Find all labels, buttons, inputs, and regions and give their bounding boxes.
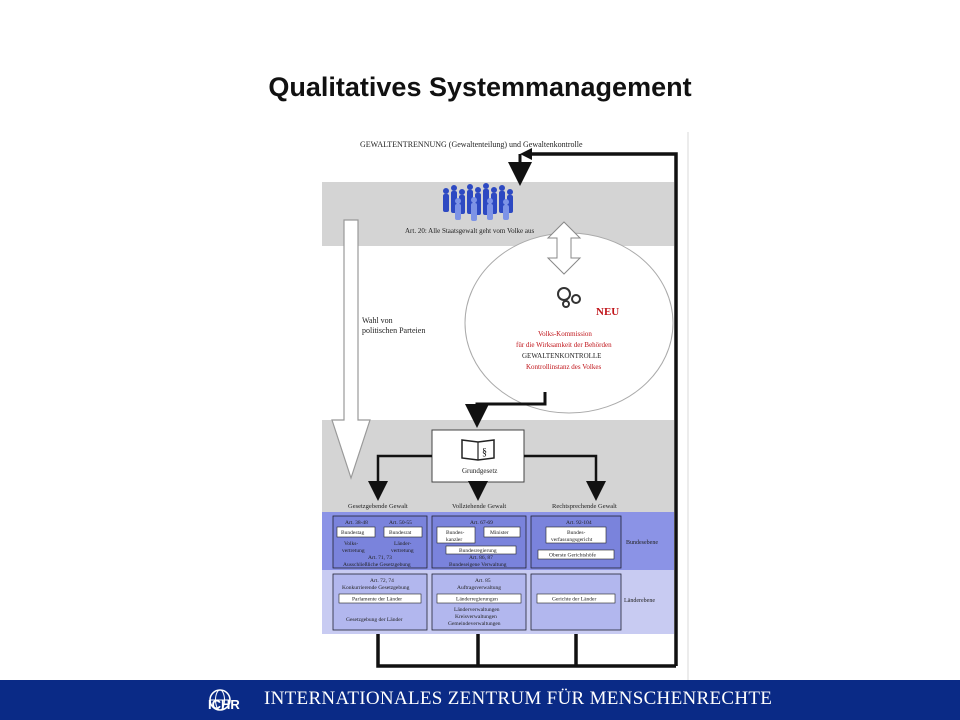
- svg-text:Art. 71, 73: Art. 71, 73: [368, 555, 392, 561]
- level-state-label: Länderebene: [624, 598, 655, 604]
- executive-state: Art. 85 Auftragsverwaltung Länderregieru…: [431, 573, 527, 631]
- svg-text:Art. 86, 87: Art. 86, 87: [469, 555, 493, 561]
- svg-text:Gerichte der Länder: Gerichte der Länder: [552, 597, 596, 603]
- svg-text:Art. 85: Art. 85: [475, 578, 491, 584]
- svg-text:Bundes-: Bundes-: [567, 530, 586, 536]
- executive-federal: Art. 67-69 Bundes- kanzler Minister Bund…: [431, 515, 527, 569]
- svg-text:verfassungsgericht: verfassungsgericht: [551, 536, 593, 543]
- circle-line2: für die Wirksamkeit der Behörden: [516, 341, 612, 349]
- svg-text:Gesetzgebung der Länder: Gesetzgebung der Länder: [346, 617, 403, 623]
- constitution-label: Grundgesetz: [462, 467, 497, 475]
- arrow-judicial: [524, 454, 606, 501]
- svg-text:kanzler: kanzler: [446, 537, 462, 543]
- svg-text:Volks-: Volks-: [344, 541, 358, 547]
- arrow-legislative: [368, 454, 432, 501]
- svg-text:Bundesregierung: Bundesregierung: [459, 548, 497, 554]
- circle-line1: Volks-Kommission: [538, 330, 592, 338]
- double-arrow: [546, 221, 582, 275]
- book-icon: §: [461, 439, 495, 461]
- svg-text:Kreisverwaltungen: Kreisverwaltungen: [455, 614, 497, 620]
- legislative-state: Art. 72, 74 Konkurrierende Gesetzgebung …: [332, 573, 428, 631]
- level-federal-label: Bundesebene: [626, 540, 658, 546]
- svg-text:Gemeindeverwaltungen: Gemeindeverwaltungen: [448, 621, 501, 627]
- logo-text: ICHR: [208, 697, 240, 712]
- svg-text:Länderregierungen: Länderregierungen: [456, 597, 498, 603]
- election-arrow: [331, 219, 371, 480]
- svg-text:vertretung: vertretung: [342, 548, 365, 554]
- people-icon: [443, 183, 513, 221]
- footer-org-name: INTERNATIONALES ZENTRUM FÜR MENSCHENRECH…: [264, 688, 773, 709]
- judicial-federal: Art. 92-104 Bundes- verfassungsgericht O…: [530, 515, 622, 569]
- svg-text:Bundesrat: Bundesrat: [389, 530, 412, 536]
- election-label-line1: Wahl von: [362, 316, 393, 325]
- footer-bar: [0, 680, 960, 720]
- svg-text:Art. 92-104: Art. 92-104: [566, 520, 592, 526]
- svg-text:Minister: Minister: [490, 530, 509, 536]
- svg-text:Ausschließliche Gesetzgebung: Ausschließliche Gesetzgebung: [343, 561, 411, 568]
- election-label-line2: politischen Parteien: [362, 326, 425, 335]
- svg-text:Art. 38-48: Art. 38-48: [345, 520, 368, 526]
- svg-text:Länderverwaltungen: Länderverwaltungen: [454, 607, 500, 613]
- circle-line4: Kontrollinstanz des Volkes: [526, 363, 601, 371]
- people-caption: Art. 20: Alle Staatsgewalt geht vom Volk…: [405, 227, 535, 235]
- new-label: NEU: [596, 306, 619, 318]
- executive-title: Vollziehende Gewalt: [452, 503, 506, 510]
- ichr-logo: ICHR: [208, 689, 240, 712]
- svg-text:Bundes-: Bundes-: [446, 530, 465, 536]
- svg-text:Oberste Gerichtshöfe: Oberste Gerichtshöfe: [549, 552, 596, 559]
- legislative-federal: Art. 38-48 Art. 50-55 Bundestag Bundesra…: [332, 515, 428, 569]
- svg-text:Bundeseigene Verwaltung: Bundeseigene Verwaltung: [449, 562, 507, 568]
- svg-text:Parlamente der Länder: Parlamente der Länder: [352, 597, 402, 603]
- control-arrow: [465, 392, 547, 428]
- svg-text:Art. 72, 74: Art. 72, 74: [370, 578, 394, 584]
- diagram-heading: GEWALTENTRENNUNG (Gewaltenteilung) und G…: [360, 140, 583, 149]
- judicial-state: Gerichte der Länder: [530, 573, 622, 631]
- feedback-arrowhead: [520, 148, 532, 160]
- svg-text:Art. 67-69: Art. 67-69: [470, 520, 493, 526]
- svg-text:Bundestag: Bundestag: [341, 530, 364, 536]
- circle-line3: GEWALTENKONTROLLE: [522, 352, 601, 360]
- people-band: [322, 182, 674, 246]
- gears-icon: [557, 287, 581, 308]
- svg-text:§: §: [482, 447, 487, 458]
- svg-text:Konkurrierende Gesetzgebung: Konkurrierende Gesetzgebung: [342, 585, 410, 591]
- svg-text:Länder-: Länder-: [394, 541, 411, 547]
- feedback-loop: [376, 152, 678, 668]
- svg-text:vertretung: vertretung: [391, 548, 414, 554]
- svg-text:Auftragsverwaltung: Auftragsverwaltung: [457, 584, 501, 591]
- slide-title: Qualitatives Systemmanagement: [268, 72, 692, 102]
- judicial-title: Rechtsprechende Gewalt: [552, 503, 617, 510]
- svg-text:Art. 50-55: Art. 50-55: [389, 520, 412, 526]
- legislative-title: Gesetzgebende Gewalt: [348, 503, 408, 510]
